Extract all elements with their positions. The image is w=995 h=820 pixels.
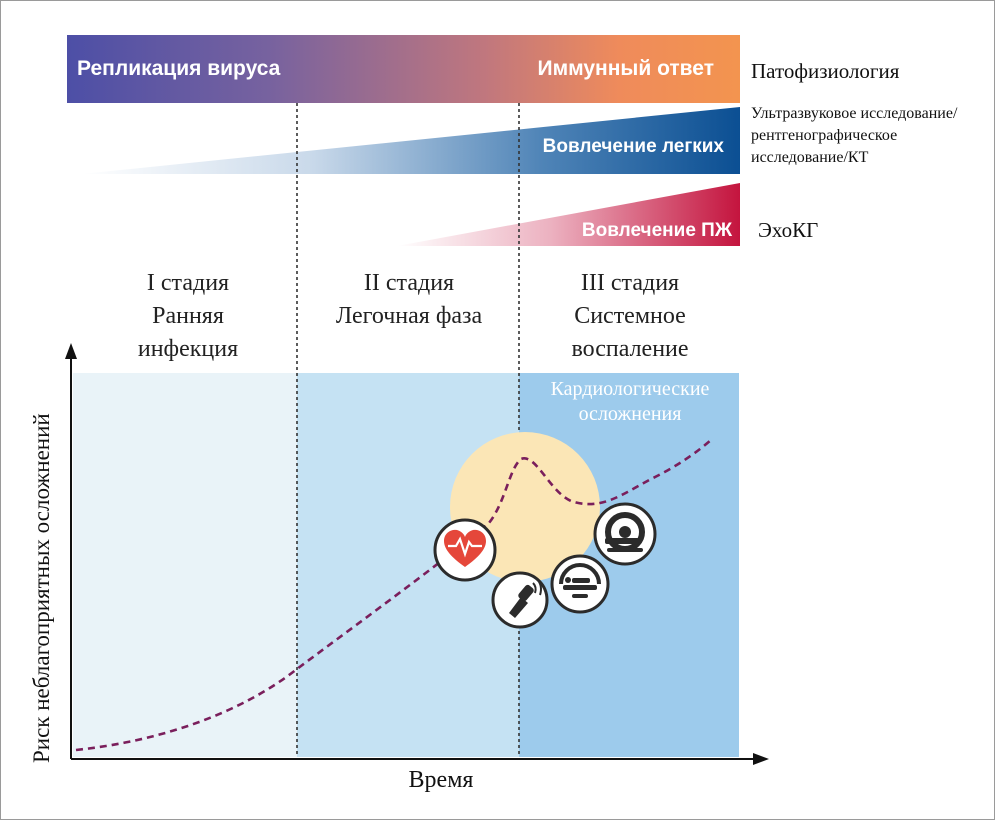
risk-curve [75,439,712,752]
stage-2-heading: II стадия Легочная фаза [303,267,515,333]
stage-1-line-3: инфекция [137,336,239,362]
stage-2-line-2: Легочная фаза [335,303,483,329]
lungs-involvement-label: Вовлечение легких [542,136,724,157]
cardiac-complications-line-2: осложнения [578,403,682,425]
imaging-line-3: исследование/КТ [751,149,869,166]
immune-response-label: Иммунный ответ [537,57,714,80]
imaging-line-2: рентгенографическое [751,127,898,144]
pathophysiology-label: Патофизиология [751,59,900,83]
pathophysiology-bar: Репликация вируса Иммунный ответ [67,35,740,103]
mri-scanner-icon [593,502,657,566]
involvement-wedges [81,107,740,246]
x-axis-label: Время [408,767,474,793]
stage-1-line-1: I стадия [146,270,230,296]
stage-1-line-2: Ранняя [152,303,224,329]
ultrasound-probe-icon [491,571,549,629]
y-axis-label: Риск неблагоприятных осложнений [29,413,54,763]
patient-scan-icon [550,554,610,614]
stage-3-heading: III стадия Системное воспаление [523,267,737,366]
stage-3-line-1: III стадия [580,270,680,296]
echocardiography-label: ЭхоКГ [758,218,819,242]
imaging-methods-label: Ультразвуковое исследование/ рентгеногра… [751,103,957,169]
stage-3-line-3: воспаление [571,336,689,362]
heart-monitor-icon [433,518,497,582]
lungs-involvement-wedge [81,107,740,174]
stage-1-background [73,373,297,757]
stage-2-line-1: II стадия [363,270,455,296]
virus-replication-label: Репликация вируса [77,57,281,80]
stage-1-heading: I стадия Ранняя инфекция [81,267,295,366]
x-axis-arrow [753,753,769,765]
imaging-line-1: Ультразвуковое исследование/ [751,105,958,122]
rv-involvement-wedge [397,183,740,246]
y-axis-arrow [65,343,77,359]
stage-3-line-2: Системное [574,303,686,329]
rv-involvement-label: Вовлечение ПЖ [581,220,732,241]
cardiac-complications-line-1: Кардиологические [550,378,710,400]
cardiac-complications-label: Кардиологические осложнения [523,377,737,427]
